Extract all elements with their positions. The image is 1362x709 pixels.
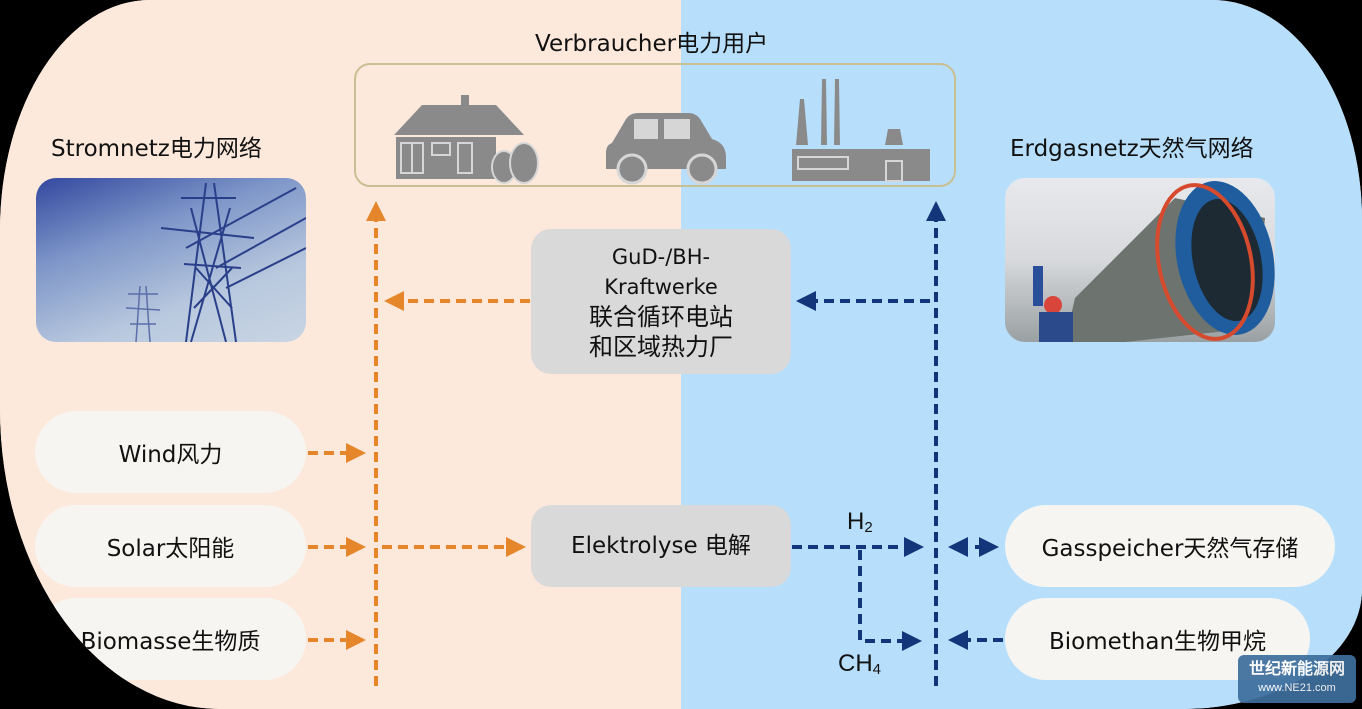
watermark-name: 世纪新能源网 — [1248, 659, 1345, 678]
pipeline-icon — [1033, 181, 1275, 342]
source-biomass: Biomasse生物质 — [35, 598, 306, 680]
electricity-grid-title: Stromnetz电力网络 — [51, 136, 262, 162]
gas-pipeline-photo — [1005, 178, 1275, 342]
house-icon — [394, 95, 539, 184]
consumers-title: Verbraucher电力用户 — [535, 31, 769, 57]
source-wind-label: Wind风力 — [118, 442, 223, 468]
gas-storage-label: Gasspeicher天然气存储 — [1041, 536, 1299, 562]
electrolysis-box: Elektrolyse 电解 — [531, 505, 791, 587]
power-plants-label-line1: GuD-/BH- — [611, 244, 711, 269]
consumers-box — [354, 63, 956, 187]
electrolysis-label: Elektrolyse 电解 — [571, 533, 751, 559]
gas-grid-title: Erdgasnetz天然气网络 — [1010, 136, 1254, 162]
gas-storage: Gasspeicher天然气存储 — [1005, 505, 1335, 587]
source-solar: Solar太阳能 — [35, 505, 306, 587]
power-plants-label-line2: Kraftwerke — [604, 274, 718, 299]
biomethane-label: Biomethan生物甲烷 — [1048, 629, 1267, 655]
power-plants-label-line3: 联合循环电站 — [589, 302, 733, 331]
power-plants-box: GuD-/BH- Kraftwerke 联合循环电站 和区域热力厂 — [531, 229, 791, 374]
watermark-url: www.NE21.com — [1258, 682, 1336, 694]
ch4-label: CH4 — [838, 650, 882, 678]
power-plants-label-line4: 和区域热力厂 — [589, 332, 733, 361]
source-biomass-label: Biomasse生物质 — [80, 629, 261, 655]
gas-side-background — [681, 0, 1362, 709]
power-pylons-photo — [36, 178, 306, 342]
h2-label: H2 — [847, 508, 873, 536]
watermark-logo: 世纪新能源网 www.NE21.com — [1238, 655, 1356, 703]
factory-icon — [792, 79, 930, 182]
source-solar-label: Solar太阳能 — [106, 536, 235, 562]
car-icon — [606, 113, 726, 185]
power-pylon-icon — [125, 182, 306, 342]
ch4-arrow — [858, 550, 922, 651]
source-wind: Wind风力 — [35, 411, 306, 493]
